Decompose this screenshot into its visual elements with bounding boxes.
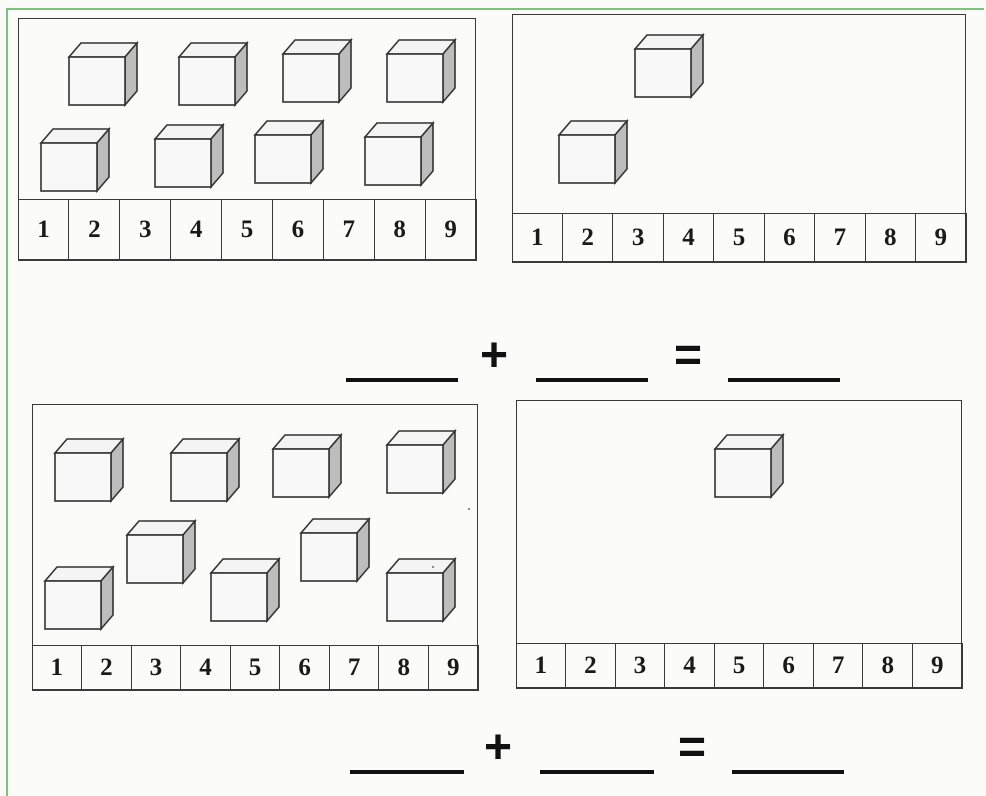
counting-panel-1-right: 1 2 3 4 5 6 7 8 9 [512, 14, 966, 262]
cube-icon [299, 515, 371, 585]
number-cell: 6 [764, 214, 814, 262]
number-cell: 7 [329, 646, 379, 690]
number-cell: 7 [813, 644, 863, 688]
number-cell: 3 [131, 646, 181, 690]
number-cell: 1 [513, 214, 562, 262]
cube-icon [169, 435, 241, 505]
equation-1: + = [340, 330, 850, 390]
number-cell: 3 [615, 644, 665, 688]
cube-icon [557, 117, 629, 187]
cube-icon [385, 427, 457, 497]
number-strip: 1 2 3 4 5 6 7 8 9 [32, 645, 479, 691]
answer-blank-3[interactable] [728, 378, 840, 382]
number-cell: 5 [230, 646, 280, 690]
cube-icon [125, 517, 197, 587]
cube-icon [271, 431, 343, 501]
equation-2: + = [344, 722, 854, 782]
number-cell: 1 [33, 646, 82, 690]
cube-icon [385, 36, 457, 106]
number-cell: 9 [425, 200, 476, 260]
number-cell: 9 [912, 644, 962, 688]
number-cell: 7 [323, 200, 374, 260]
cube-icon [363, 119, 435, 189]
number-strip: 1 2 3 4 5 6 7 8 9 [512, 213, 967, 263]
number-cell: 4 [664, 644, 714, 688]
cube-icon [713, 431, 785, 501]
cube-icon [281, 36, 353, 106]
equals-sign: = [674, 330, 702, 382]
answer-blank-2[interactable] [536, 378, 648, 382]
number-cell: 2 [81, 646, 131, 690]
cube-icon [177, 39, 249, 109]
number-cell: 2 [565, 644, 615, 688]
cube-icon [53, 435, 125, 505]
equals-sign: = [678, 722, 706, 774]
number-cell: 6 [279, 646, 329, 690]
number-cell: 8 [378, 646, 428, 690]
plus-sign: + [480, 330, 508, 382]
counting-panel-2-right: 1 2 3 4 5 6 7 8 9 [516, 400, 962, 688]
cube-icon [209, 555, 281, 625]
counting-panel-1-left: 1 2 3 4 5 6 7 8 9 [18, 18, 476, 260]
answer-blank-1[interactable] [350, 770, 464, 774]
answer-blank-3[interactable] [732, 770, 844, 774]
number-strip: 1 2 3 4 5 6 7 8 9 [516, 643, 963, 689]
cube-icon [385, 555, 457, 625]
number-cell: 6 [272, 200, 323, 260]
number-strip: 1 2 3 4 5 6 7 8 9 [18, 199, 477, 261]
number-cell: 1 [19, 200, 69, 260]
cube-icon [67, 39, 139, 109]
scan-speck [468, 508, 470, 510]
number-cell: 5 [713, 214, 763, 262]
answer-blank-1[interactable] [346, 378, 458, 382]
cube-icon [39, 125, 111, 195]
number-cell: 6 [763, 644, 813, 688]
counting-panel-2-left: 1 2 3 4 5 6 7 8 9 [32, 404, 478, 690]
number-cell: 8 [862, 644, 912, 688]
number-cell: 7 [814, 214, 864, 262]
scan-speck [432, 566, 434, 568]
plus-sign: + [484, 722, 512, 774]
number-cell: 9 [915, 214, 965, 262]
number-cell: 4 [180, 646, 230, 690]
number-cell: 2 [68, 200, 119, 260]
cube-icon [43, 563, 115, 633]
number-cell: 8 [374, 200, 425, 260]
answer-blank-2[interactable] [540, 770, 654, 774]
number-cell: 5 [221, 200, 272, 260]
number-cell: 4 [170, 200, 221, 260]
cube-icon [633, 31, 705, 101]
number-cell: 9 [428, 646, 478, 690]
number-cell: 4 [663, 214, 713, 262]
number-cell: 5 [714, 644, 764, 688]
cube-icon [153, 121, 225, 191]
number-cell: 2 [562, 214, 612, 262]
number-cell: 8 [865, 214, 915, 262]
number-cell: 3 [612, 214, 662, 262]
number-cell: 1 [517, 644, 566, 688]
number-cell: 3 [119, 200, 170, 260]
cube-icon [253, 117, 325, 187]
